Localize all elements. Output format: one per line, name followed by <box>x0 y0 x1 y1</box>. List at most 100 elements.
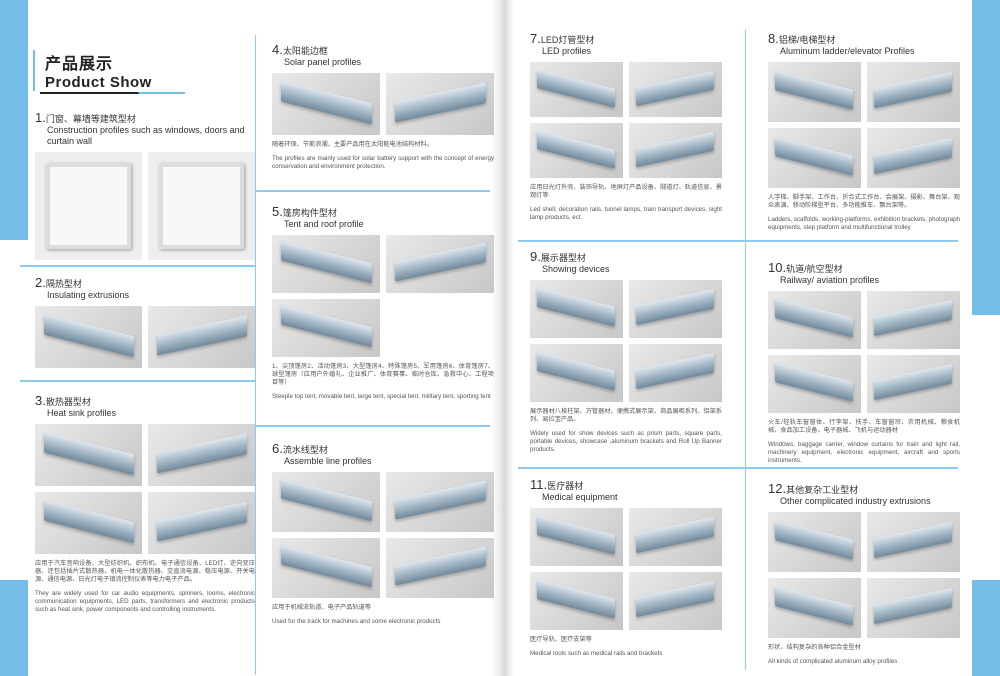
description-en: Windows, baggage carrier, window curtain… <box>768 441 960 464</box>
section-divider <box>20 265 256 267</box>
header-title-en: Product Show <box>45 74 152 91</box>
section-number: 5. <box>272 204 283 219</box>
description-cn: 展示器材八棱柱架、方管器材、便携式展示架、商品展柜系列、铝架系列、易拉宝产品。 <box>530 408 722 423</box>
product-photo <box>768 512 861 572</box>
product-images <box>272 472 494 598</box>
section-title-en: Construction profiles such as windows, d… <box>47 125 245 146</box>
product-photo <box>768 62 861 122</box>
section-number: 10. <box>768 260 787 275</box>
section-number: 11. <box>530 477 548 492</box>
section-number: 2. <box>35 275 46 290</box>
product-photo <box>629 280 722 338</box>
product-photo <box>386 235 494 293</box>
section-number: 12. <box>768 481 787 496</box>
description-en: Steeple top tent, movable tent, large te… <box>272 393 491 400</box>
product-photo <box>867 128 960 188</box>
product-photo <box>768 128 861 188</box>
product-photo <box>272 538 380 598</box>
section-number: 1. <box>35 110 46 125</box>
product-photo <box>272 73 380 135</box>
section-title-en: LED profiles <box>542 46 592 56</box>
product-images <box>35 424 255 554</box>
description-cn: 1、尖顶篷房2、活动篷房3、大型篷房4、特殊篷房5、军用篷房6、体育篷房7、球型… <box>272 363 494 386</box>
product-photo <box>530 62 623 117</box>
section-cn: 门窗、幕墙等建筑型材 <box>45 114 136 124</box>
section-title-cn: 9.展示器型材 <box>530 249 722 264</box>
section-divider <box>518 240 958 242</box>
section-title-cn: 12.其他复杂工业型材 <box>768 481 960 496</box>
product-photo <box>530 508 623 566</box>
section-title-en: Tent and roof profile <box>284 219 364 229</box>
product-photo <box>530 572 623 630</box>
description-en: Medical tools such as medical rails and … <box>530 650 663 657</box>
section-number: 3. <box>35 393 46 408</box>
product-photo <box>768 578 861 638</box>
product-photo <box>629 344 722 402</box>
column-divider <box>255 35 256 675</box>
section-title-en: Railway/ aviation profiles <box>780 275 880 285</box>
section-number: 6. <box>272 441 283 456</box>
product-photo <box>867 62 960 122</box>
section-number: 9. <box>530 249 541 264</box>
product-images <box>768 291 960 413</box>
section-title-en: Medical equipment <box>542 492 618 502</box>
product-photo <box>530 344 623 402</box>
product-photo <box>272 299 380 357</box>
section-number: 8. <box>768 31 779 46</box>
section-cn: 展示器型材 <box>540 253 586 263</box>
section-number: 7. <box>530 31 541 46</box>
page-header: 产品展示 Product Show <box>33 50 152 91</box>
description-cn: 人字梯、脚手架、工作台、折合式工作台、会展架、摄影、舞台架、观众表演、移动阶梯型… <box>768 194 960 209</box>
product-photo <box>35 492 142 554</box>
product-photo <box>867 291 960 349</box>
section-title-cn: 1.门窗、幕墙等建筑型材 <box>35 110 255 125</box>
product-images <box>272 235 494 357</box>
description-en: Ladders, scaffolds, working-platforms, e… <box>768 216 960 231</box>
product-images <box>530 280 722 402</box>
product-images <box>35 152 255 260</box>
section-title-cn: 3.散热器型材 <box>35 393 255 408</box>
product-photo <box>148 424 255 486</box>
description-cn: 应用日光灯外壳、装饰导轨、地屏灯产品设备、隧道灯、轨道信息、景观灯等 <box>530 184 722 199</box>
section-title-cn: 5.篷房构件型材 <box>272 204 494 219</box>
section-divider <box>518 467 958 469</box>
right-accent-bar-bottom <box>972 580 1000 676</box>
section-divider <box>255 190 490 192</box>
product-photo <box>867 355 960 413</box>
product-photo <box>272 472 380 532</box>
description-cn: 应用于汽车音响设备、大型纺织机、织布机、电子通信设备、LED灯、逆向变压器、还包… <box>35 560 255 583</box>
section-title-en: Other complicated industry extrusions <box>780 496 931 506</box>
product-images <box>768 512 960 638</box>
section-cn: 篷房构件型材 <box>282 208 337 218</box>
left-accent-bar-bottom <box>0 580 28 676</box>
section-divider <box>255 425 490 427</box>
product-photo <box>35 152 142 260</box>
header-title-cn: 产品展示 <box>45 56 114 73</box>
description-cn: 随着环保、节能浪潮，主要产品用在太阳能电池结构材料。 <box>272 141 433 148</box>
product-photo <box>386 472 494 532</box>
section-divider <box>20 380 256 382</box>
product-photo <box>530 123 623 178</box>
section-title-en: Assemble line profiles <box>284 456 372 466</box>
description-en: Led shell, decoration rails, tunnel lamp… <box>530 206 722 221</box>
product-photo <box>629 123 722 178</box>
section-title-cn: 11.医疗器材 <box>530 477 722 492</box>
product-photo <box>629 572 722 630</box>
product-images <box>768 62 960 188</box>
page-fold <box>492 0 514 676</box>
description-en: Widely used for show devices such as pri… <box>530 430 722 453</box>
header-rule <box>40 92 185 94</box>
section-title-cn: 8.铝梯/电梯型材 <box>768 31 960 46</box>
section-title-cn: 7.LED灯管型材 <box>530 31 722 46</box>
product-photo <box>629 508 722 566</box>
